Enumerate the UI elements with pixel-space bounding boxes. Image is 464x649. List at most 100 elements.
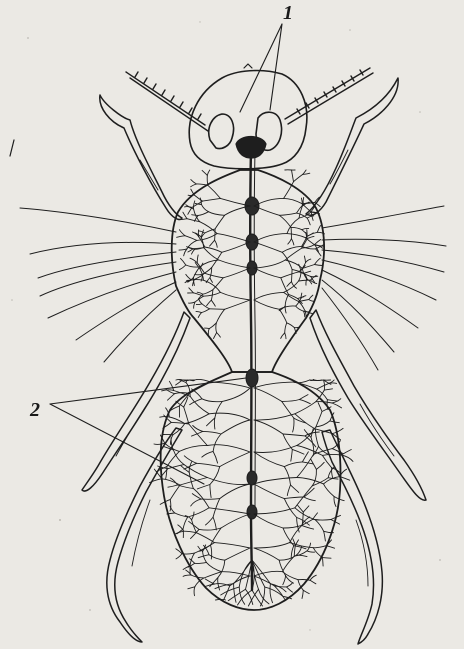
nerve-branch: [197, 485, 210, 489]
nerve-branch: [207, 300, 212, 306]
nerve-branch: [188, 249, 193, 252]
nerve-branch: [304, 271, 311, 273]
nerve-branch: [324, 389, 332, 390]
nerve-branch: [191, 280, 203, 281]
nerve-branch: [205, 579, 214, 584]
nerve-branch: [324, 531, 326, 541]
nerve-branch: [313, 513, 318, 519]
nerve-branch: [252, 590, 263, 606]
nerve-branch: [203, 552, 207, 563]
leg-front-left: [100, 95, 182, 220]
nerve-branch: [206, 517, 214, 525]
nerve-branch: [307, 216, 314, 218]
nerve-branch: [293, 382, 317, 389]
nerve-branch: [311, 459, 317, 469]
nerve-branch: [202, 451, 213, 457]
nerve-branch: [309, 300, 315, 302]
nerve-branch: [285, 333, 286, 339]
nerve-branch: [284, 281, 299, 292]
nerve-branch: [195, 379, 211, 382]
ganglion-abdominal-3: [247, 505, 257, 519]
nerve-branch: [298, 580, 310, 581]
nerve-branch: [270, 584, 273, 603]
nerve-branch: [287, 485, 290, 496]
nerve-branch: [197, 463, 220, 466]
nerve-branch: [315, 258, 321, 264]
nerve-branch: [299, 400, 310, 404]
nerve-branch: [210, 240, 215, 246]
callout-2-line-b: [50, 404, 204, 484]
nerve-branch: [210, 485, 211, 498]
nerve-branch: [197, 255, 198, 263]
nerve-branch: [210, 467, 220, 485]
nerve-branch: [203, 431, 221, 434]
nerve-branch: [183, 575, 191, 576]
nerve-branch: [254, 292, 284, 300]
nerve-branch: [225, 300, 250, 309]
nerve-branch: [191, 529, 200, 538]
nerve-branch: [208, 329, 209, 335]
nerve-branch: [318, 403, 322, 412]
nerve-branch: [288, 239, 292, 244]
nerve-branch: [254, 382, 293, 388]
nerve-branch: [218, 560, 225, 577]
nerve-branch: [184, 456, 196, 464]
nerve-branch: [283, 525, 302, 528]
nerve-branch: [303, 197, 304, 204]
nerve-branch: [295, 414, 316, 429]
nerve-branch: [304, 497, 315, 501]
nerve-branch: [332, 449, 343, 454]
nerve-branch: [202, 268, 211, 275]
nerve-branch: [193, 248, 204, 249]
mouthpart-left: [209, 114, 234, 149]
nerve-branch: [306, 259, 311, 263]
leg-middle-left: [82, 312, 190, 491]
nerve-branch: [195, 204, 201, 205]
nerve-branch: [228, 589, 245, 600]
nerve-branch: [285, 248, 301, 260]
nerve-branch: [205, 328, 210, 329]
nerve-branch: [291, 449, 293, 461]
nerve-branch: [215, 240, 218, 247]
nerve-branch: [169, 381, 173, 390]
nerve-branch: [202, 399, 222, 402]
callout-2-line-a: [50, 378, 246, 404]
nerve-branch: [202, 309, 210, 313]
nerve-branch: [309, 295, 313, 299]
nerve-branch: [170, 485, 180, 500]
nerve-branch: [196, 311, 202, 312]
nerve-branch: [294, 545, 295, 556]
nerve-branch: [254, 543, 290, 548]
nerve-branch: [315, 265, 324, 266]
nerve-branch: [254, 414, 295, 420]
nerve-branch: [207, 478, 250, 485]
nerve-branch: [283, 434, 305, 436]
nerve-branch: [194, 587, 195, 596]
nerve-branch: [303, 590, 309, 593]
nerve-branch: [176, 554, 182, 559]
nerve-branch: [175, 513, 188, 517]
nerve-branch: [213, 278, 223, 290]
nerve-branch: [189, 424, 207, 445]
nerve-branch: [184, 531, 197, 533]
nerve-branch: [292, 269, 293, 281]
stray-mark: [10, 140, 14, 156]
nerve-branch: [207, 418, 215, 426]
nerve-branch: [199, 528, 221, 530]
nerve-branch: [215, 215, 225, 229]
nerve-branch: [254, 420, 283, 434]
nerve-branch: [222, 242, 250, 252]
nerve-branch: [184, 397, 188, 407]
nerve-branch: [210, 278, 213, 283]
nerve-branch: [327, 400, 337, 401]
nerve-branch: [213, 434, 221, 451]
legs: [82, 78, 426, 644]
nerve-branch: [316, 462, 324, 469]
nerve-branch: [254, 388, 282, 401]
nerve-branch: [254, 548, 279, 560]
nerve-branch: [197, 184, 209, 185]
setae-right: [322, 206, 446, 370]
nerve-branch: [214, 418, 215, 429]
nerve-branch: [291, 227, 302, 229]
